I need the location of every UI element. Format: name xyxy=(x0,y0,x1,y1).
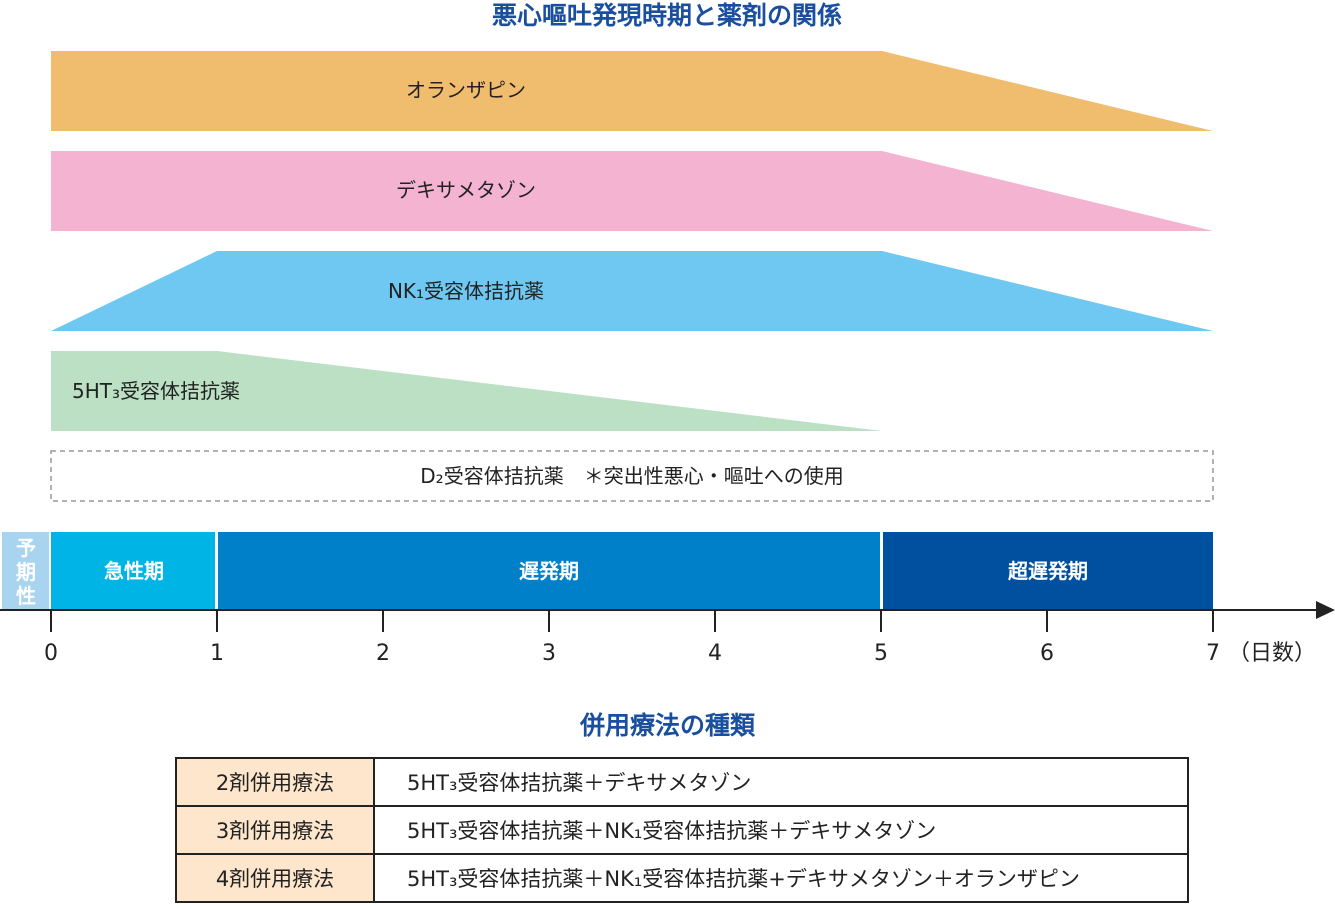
dexamethasone-label: デキサメタゾン xyxy=(396,178,536,202)
x-tick-label: 2 xyxy=(376,641,390,666)
x-tick-label: 3 xyxy=(542,641,556,666)
regimen-name: 2剤併用療法 xyxy=(175,757,375,807)
table-title: 併用療法の種類 xyxy=(579,711,755,740)
x-tick-label: 7 xyxy=(1206,641,1220,666)
phase-acute-label: 急性期 xyxy=(104,559,164,583)
d2-band xyxy=(50,450,1214,502)
5ht3-label: 5HT₃受容体拮抗薬 xyxy=(72,379,240,403)
phase-very-delayed xyxy=(883,532,1213,609)
olanzapine-band xyxy=(51,51,1213,131)
regimen-drugs: 5HT₃受容体拮抗薬＋NK₁受容体拮抗薬+デキサメタゾン＋オランザピン xyxy=(373,853,1189,903)
x-tick-label: 5 xyxy=(874,641,888,666)
dexamethasone-band xyxy=(51,151,1213,231)
regimen-name: 4剤併用療法 xyxy=(175,853,375,903)
regimen-name: 3剤併用療法 xyxy=(175,805,375,855)
x-tick-label: 0 xyxy=(44,641,58,666)
phase-anticipatory xyxy=(2,532,49,609)
5ht3-band xyxy=(51,351,882,431)
phase-acute xyxy=(51,532,215,609)
phase-delayed xyxy=(218,532,880,609)
regimen-drugs: 5HT₃受容体拮抗薬＋NK₁受容体拮抗薬＋デキサメタゾン xyxy=(373,805,1189,855)
nk1-label: NK₁受容体拮抗薬 xyxy=(388,279,544,303)
olanzapine-label: オランザピン xyxy=(406,78,526,102)
nk1-band xyxy=(51,251,1213,331)
regimen-drugs: 5HT₃受容体拮抗薬＋デキサメタゾン xyxy=(373,757,1189,807)
x-tick-label: 1 xyxy=(210,641,224,666)
x-axis-arrow xyxy=(1316,601,1335,619)
d2-label: D₂受容体拮抗薬 ＊突出性悪心・嘔吐への使用 xyxy=(420,464,843,488)
phase-anticipatory-label: 予期性 xyxy=(16,536,36,608)
diagram-title: 悪心嘔吐発現時期と薬剤の関係 xyxy=(492,1,842,30)
x-tick-label: 4 xyxy=(708,641,722,666)
x-tick-label: 6 xyxy=(1040,641,1054,666)
x-axis-unit: （日数） xyxy=(1228,641,1316,666)
phase-delayed-label: 遅発期 xyxy=(519,559,579,583)
phase-very-delayed-label: 超遅発期 xyxy=(1007,559,1088,583)
timeline-diagram: 悪心嘔吐発現時期と薬剤の関係 オランザピン デキサメタゾン NK₁受容体拮抗薬 … xyxy=(0,1,1335,666)
